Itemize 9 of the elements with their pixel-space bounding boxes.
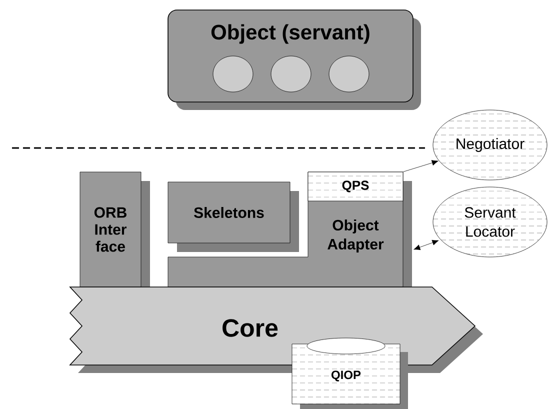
circle (270, 56, 312, 92)
circle (212, 56, 254, 92)
component-box: Skeletons (168, 182, 299, 252)
cylinder: QIOP (292, 338, 408, 409)
circle (328, 56, 370, 92)
component-box: ORB Inter face (80, 172, 150, 288)
hatched-box: QPS (308, 172, 404, 202)
arrow (414, 240, 439, 250)
arrow (403, 160, 438, 172)
